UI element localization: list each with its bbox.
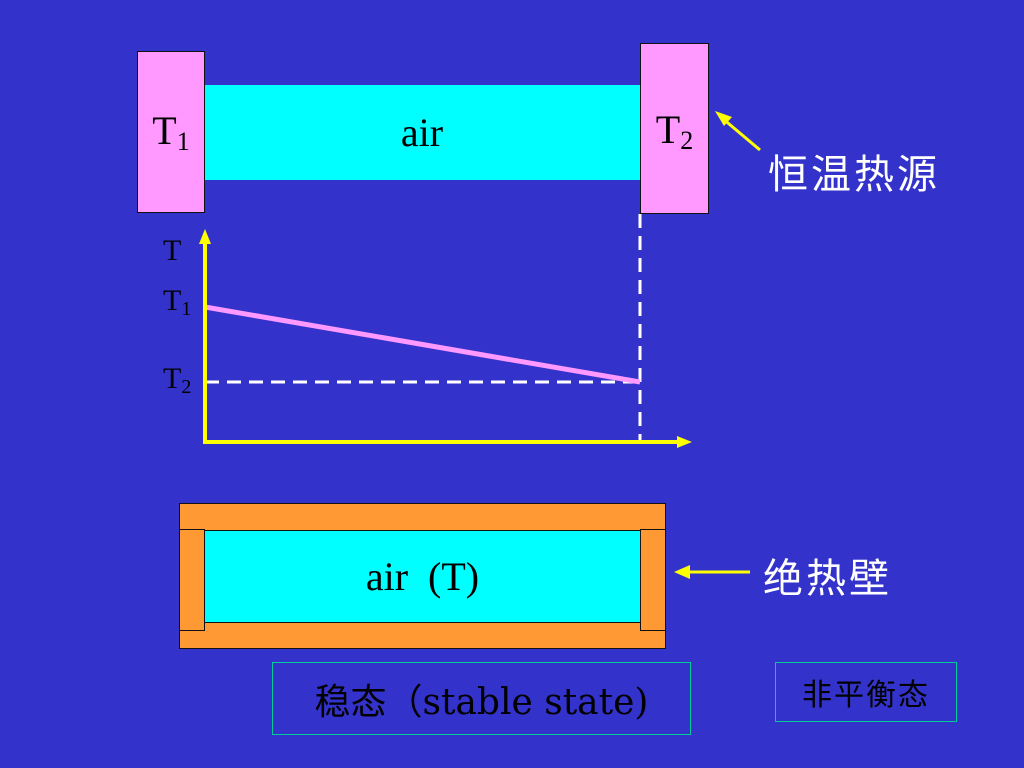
tick-t1-label: T1 bbox=[163, 284, 192, 320]
wall-bottom bbox=[179, 622, 666, 649]
reservoir-t2: T2 bbox=[640, 43, 709, 214]
wall-top bbox=[179, 503, 666, 531]
wall-caption: 绝热壁 bbox=[763, 556, 892, 602]
x-axis bbox=[203, 436, 692, 448]
tick-t2-label: T2 bbox=[163, 362, 192, 398]
reservoir-pointer-arrow bbox=[715, 111, 761, 152]
wall-pointer-arrow bbox=[674, 565, 750, 579]
reservoir-t2-label: T2 bbox=[655, 107, 694, 155]
temperature-gradient-line bbox=[204, 304, 641, 385]
wall-left bbox=[179, 529, 205, 631]
reservoir-caption: 恒温热源 bbox=[768, 152, 940, 198]
reservoir-t1: T1 bbox=[137, 51, 205, 213]
air-label-bottom: air (T) bbox=[365, 554, 480, 599]
stable-state-caption: 稳态（stable state) bbox=[272, 662, 691, 735]
air-label-top: air bbox=[400, 110, 444, 155]
y-axis bbox=[199, 229, 211, 444]
air-bar-top: air bbox=[203, 85, 641, 180]
reservoir-t1-label: T1 bbox=[152, 108, 190, 156]
air-bar-bottom: air (T) bbox=[205, 531, 640, 622]
y-axis-label: T bbox=[163, 234, 182, 267]
wall-right bbox=[640, 529, 666, 631]
non-equilibrium-caption: 非平衡态 bbox=[775, 662, 957, 722]
